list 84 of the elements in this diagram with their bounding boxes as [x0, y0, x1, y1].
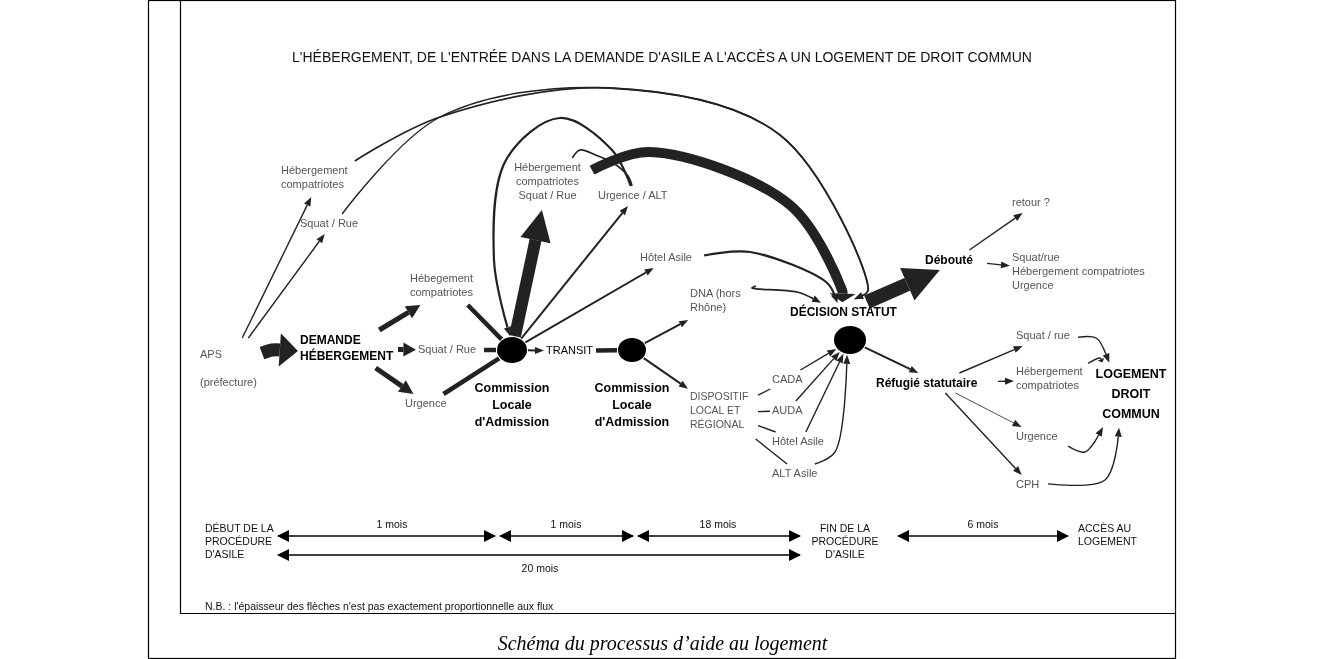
- connector-line: [595, 348, 618, 353]
- flow-arrow: [377, 305, 421, 333]
- flow-arrow: [751, 285, 822, 303]
- flow-arrow: [863, 346, 919, 373]
- flow-arrow: [795, 351, 840, 402]
- diagram-title: L'HÉBERGEMENT, DE L'ENTRÉE DANS LA DEMANDE D'ASILE A L'ACCÈS A UN LOGEMENT DE DROIT COMMUN: [291, 49, 1033, 65]
- flow-arrow: [643, 320, 689, 345]
- flow-arrow: [814, 354, 851, 465]
- connector-line: [442, 356, 501, 396]
- flow-arrow: [944, 392, 1022, 475]
- flow-label: Hébergement compatriotes: [1016, 364, 1086, 396]
- figure-caption: Schéma du processus d’aide au logement: [496, 631, 829, 655]
- flow-label: APS (préfecture): [200, 340, 260, 386]
- flow-arrow: [520, 206, 628, 340]
- flow-label: CADA: [772, 372, 806, 387]
- flow-label: DNA (hors Rhône): [690, 286, 754, 318]
- flow-arrow: [492, 116, 632, 337]
- stage-label: Réfugié statutaire: [876, 375, 996, 391]
- flow-label: Hébergement compatriotes: [1012, 264, 1146, 278]
- flow-arrow: [241, 197, 312, 339]
- flow-arrow: [259, 333, 298, 367]
- flow-label: Urgence: [1016, 429, 1066, 445]
- junction-dot: [497, 337, 527, 363]
- flow-arrow: [799, 348, 837, 371]
- flow-arrow: [589, 147, 856, 303]
- flow-arrow: [1047, 427, 1122, 487]
- flow-arrow: [958, 346, 1023, 374]
- flow-arrow: [864, 268, 940, 309]
- timeline-label: 20 mois: [520, 562, 560, 575]
- connector-line: [757, 410, 771, 413]
- flow-arrow: [1087, 357, 1105, 365]
- node-caption: Commission Locale d'Admission: [473, 380, 551, 431]
- flow-label: Squat / Rue: [418, 342, 482, 358]
- flow-label: Squat/rue: [1012, 250, 1061, 264]
- flow-arrow: [1077, 335, 1110, 363]
- flow-label: Urgence: [405, 396, 451, 412]
- flow-label: Hébergement compatriotes: [513, 160, 582, 188]
- timeline-label: FIN DE LA PROCÉDURE D'ASILE: [810, 522, 880, 561]
- flow-label: DISPOSITIF LOCAL ET RÉGIONAL: [690, 389, 756, 437]
- connector-line: [571, 149, 633, 187]
- timeline-label: 6 mois: [966, 518, 1000, 531]
- timeline-label: N.B. : l'épaisseur des flèches n'est pas exactement proportionnelle aux flux: [205, 600, 555, 613]
- flow-arrow: [968, 213, 1023, 251]
- flow-label: Hôtel Asile: [640, 250, 702, 266]
- flow-arrow: [642, 357, 688, 389]
- flow-label: Hébegement compatriotes: [410, 271, 490, 303]
- stage-label: LOGEMENT DROIT COMMUN: [1092, 364, 1170, 426]
- stage-label: DÉCISION STATUT: [790, 304, 898, 320]
- flow-arrow: [524, 268, 654, 344]
- flow-arrow: [527, 346, 544, 354]
- flow-label: Squat / Rue: [300, 216, 364, 232]
- stage-label: DEMANDE HÉBERGEMENT: [300, 332, 396, 366]
- connector-line: [466, 303, 504, 341]
- flow-label: AUDA: [772, 403, 806, 418]
- flow-arrow: [1067, 427, 1103, 453]
- junction-dot: [618, 338, 646, 362]
- flow-arrow: [509, 210, 551, 338]
- flow-label: TRANSIT: [546, 343, 594, 359]
- timeline-label: 1 mois: [549, 518, 583, 531]
- timeline-label: DÉBUT DE LA PROCÉDURE D'ASILE: [205, 522, 275, 561]
- flow-arrow: [986, 261, 1010, 269]
- flow-label: ALT Asile: [772, 466, 826, 481]
- flow-label: Hôtel Asile: [772, 434, 832, 449]
- flow-arrow: [247, 234, 325, 339]
- stage-label: Débouté: [925, 252, 985, 268]
- flow-label: Urgence: [1012, 278, 1055, 292]
- flow-label: Urgence / ALT: [598, 188, 674, 204]
- flow-arrow: [397, 342, 416, 357]
- node-caption: Commission Locale d'Admission: [593, 380, 671, 431]
- flow-arrow: [997, 377, 1014, 385]
- timeline-label: ACCÈS AU LOGEMENT: [1078, 522, 1138, 548]
- flow-label: Hébergement compatriotes: [281, 163, 359, 195]
- flow-label: retour ?: [1012, 195, 1062, 211]
- connector-line: [757, 388, 771, 396]
- flow-label: Squat / rue: [1016, 328, 1076, 344]
- flow-label: Squat / Rue: [517, 188, 578, 202]
- connector-line: [757, 424, 777, 433]
- timeline-label: 18 mois: [698, 518, 738, 531]
- flow-arrow: [703, 250, 838, 303]
- connector-line: [754, 438, 788, 465]
- flow-arrow: [374, 365, 414, 394]
- timeline-label: 1 mois: [375, 518, 409, 531]
- flow-arrow: [805, 353, 844, 433]
- flow-label: CPH: [1016, 477, 1046, 493]
